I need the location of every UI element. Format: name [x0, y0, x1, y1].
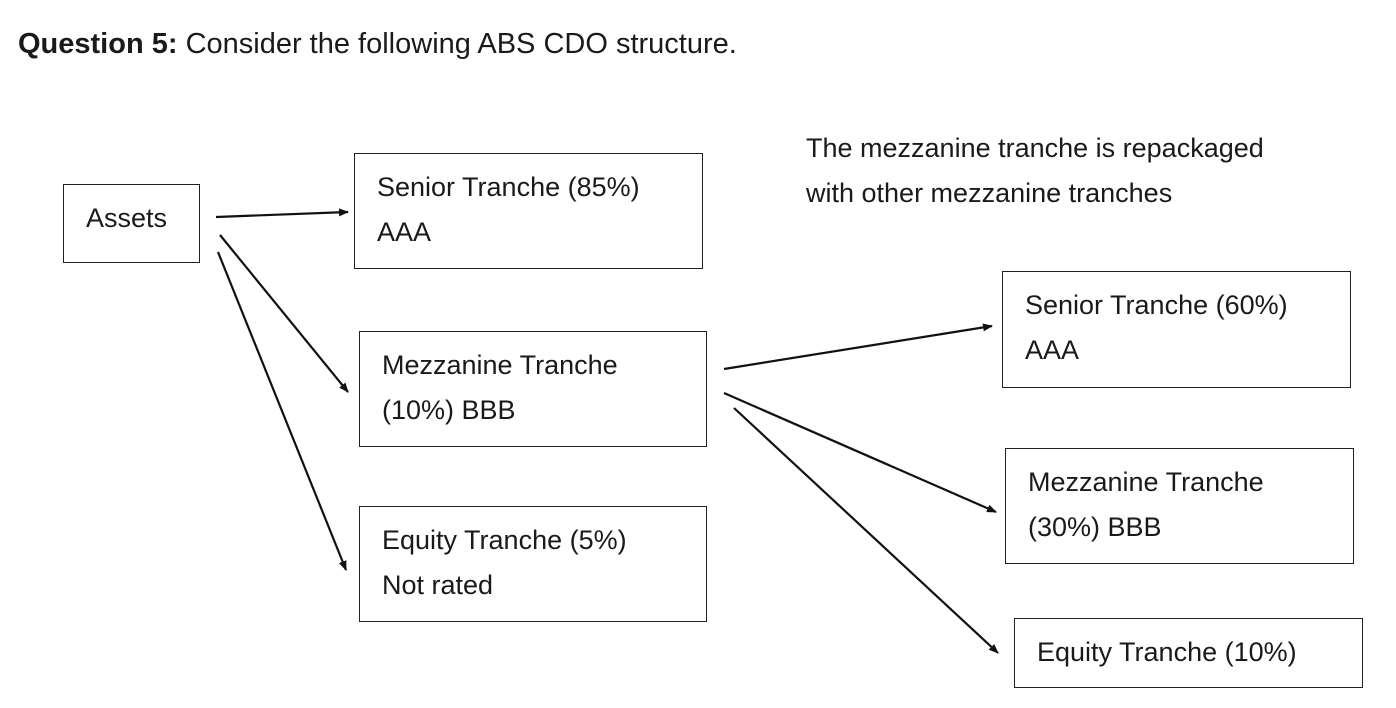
question-heading: Question 5: Consider the following ABS C…	[18, 24, 737, 64]
question-label: Question 5:	[18, 28, 178, 60]
cdo-equity-tranche-label: Equity Tranche (10%)	[1037, 637, 1297, 667]
mezzanine-tranche-label: Mezzanine Tranche	[382, 350, 618, 380]
mezzanine-tranche-rating: (10%) BBB	[382, 395, 516, 425]
mezzanine-tranche-box: Mezzanine Tranche (10%) BBB	[359, 331, 707, 447]
arrow-assets-to-equity	[216, 251, 348, 571]
cdo-senior-tranche-box: Senior Tranche (60%) AAA	[1002, 271, 1351, 388]
senior-tranche-box: Senior Tranche (85%) AAA	[354, 153, 703, 269]
assets-box: Assets	[63, 184, 200, 263]
arrow-mezzanine-to-equity2	[733, 407, 999, 654]
cdo-senior-tranche-rating: AAA	[1025, 335, 1080, 365]
arrow-assets-to-mezzanine	[219, 234, 349, 393]
cdo-mezzanine-tranche-box: Mezzanine Tranche (30%) BBB	[1005, 448, 1354, 564]
arrow-assets-to-senior	[215, 208, 349, 219]
repackaging-note: The mezzanine tranche is repackaged with…	[806, 126, 1264, 216]
note-line-1: The mezzanine tranche is repackaged	[806, 133, 1264, 163]
arrow-mezzanine-to-mezzanine2	[723, 391, 997, 514]
arrow-mezzanine-to-senior2	[723, 323, 993, 371]
cdo-mezzanine-tranche-label: Mezzanine Tranche	[1028, 467, 1264, 497]
senior-tranche-label: Senior Tranche (85%)	[377, 172, 640, 202]
cdo-senior-tranche-label: Senior Tranche (60%)	[1025, 290, 1288, 320]
cdo-mezzanine-tranche-rating: (30%) BBB	[1028, 512, 1162, 542]
equity-tranche-label: Equity Tranche (5%)	[382, 525, 627, 555]
note-line-2: with other mezzanine tranches	[806, 178, 1173, 208]
assets-label: Assets	[86, 203, 168, 233]
cdo-equity-tranche-box: Equity Tranche (10%)	[1014, 618, 1363, 688]
equity-tranche-rating: Not rated	[382, 570, 494, 600]
equity-tranche-box: Equity Tranche (5%) Not rated	[359, 506, 707, 622]
senior-tranche-rating: AAA	[377, 217, 432, 247]
question-text: Consider the following ABS CDO structure…	[177, 28, 737, 60]
